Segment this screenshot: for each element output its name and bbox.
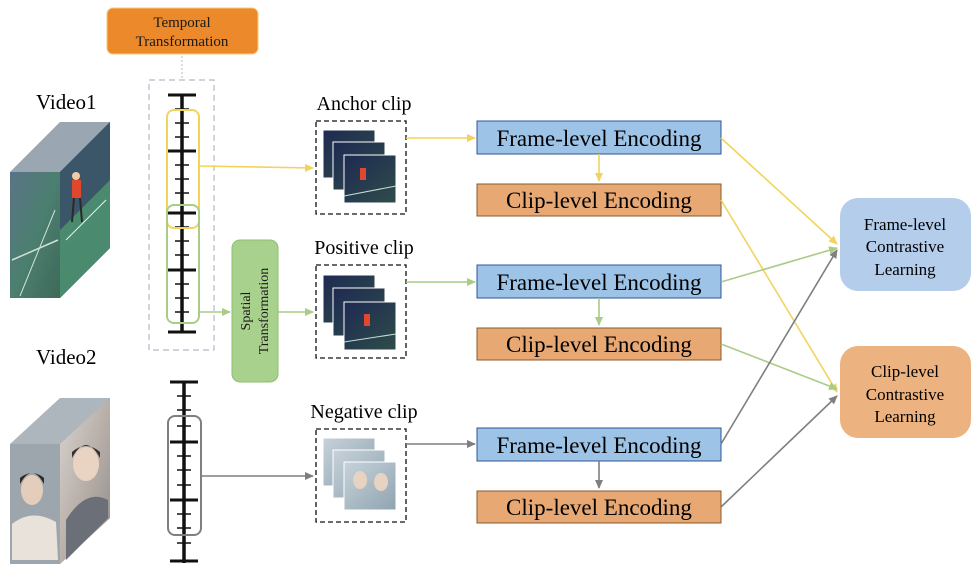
clip-encoder-anchor (476, 183, 722, 217)
clip-encoder-negative (476, 490, 722, 524)
video2-label: Video2 (36, 345, 97, 369)
video2-thumbnail (10, 398, 110, 564)
positive-frame-to-frame-loss-arrow (720, 246, 838, 283)
timeline1-group-frame (148, 79, 215, 351)
negative-clip-stack (315, 428, 407, 523)
positive-clip-label: Positive clip (314, 237, 413, 259)
frame-contrastive-label-3: Learning (874, 260, 936, 279)
frame-encoder-positive (476, 264, 722, 299)
video1-thumbnail (10, 122, 110, 298)
clip-contrastive-label-1: Clip-level (871, 362, 939, 381)
temporal-transformation-label-2: Transformation (136, 34, 229, 50)
frame-contrastive-label-1: Frame-level (864, 215, 946, 234)
negative-clip-label: Negative clip (310, 401, 417, 423)
anchor-frame-to-frame-loss-arrow (720, 137, 838, 245)
clip-contrastive-label-3: Learning (874, 407, 936, 426)
video1-label: Video1 (36, 90, 97, 114)
frame-contrastive-box (840, 198, 971, 291)
spatial-transformation-label-2: Transformation (257, 268, 272, 355)
anchor-clip-to-clip-loss-arrow (720, 199, 838, 393)
spatial-transformation-label-1: Spatial (239, 291, 254, 330)
temporal-transformation-box (106, 7, 259, 55)
negative-clip-to-clip-loss-arrow (720, 395, 838, 508)
frame-encoder-anchor (476, 120, 722, 155)
negative-frame-to-frame-loss-arrow (720, 249, 838, 445)
positive-window (166, 204, 200, 324)
anchor-sample-arrow (198, 163, 314, 172)
anchor-clip-label: Anchor clip (317, 93, 412, 115)
clip-contrastive-box (840, 346, 971, 438)
frame-encoder-anchor-label: Frame-level Encoding (496, 126, 702, 151)
frame-encoder-positive-label: Frame-level Encoding (496, 270, 702, 295)
anchor-window (166, 109, 200, 229)
frame-encoder-negative-label: Frame-level Encoding (496, 433, 702, 458)
clip-contrastive-label-2: Contrastive (866, 385, 944, 404)
clip-encoder-anchor-label: Clip-level Encoding (506, 188, 692, 213)
timeline2 (167, 380, 202, 563)
positive-clip-stack (315, 264, 407, 359)
frame-encoder-negative (476, 427, 722, 462)
spatial-transformation-box (231, 239, 279, 383)
clip-encoder-positive-label: Clip-level Encoding (506, 332, 692, 357)
timeline1 (166, 93, 200, 334)
temporal-transformation-label-1: Temporal (153, 15, 210, 31)
clip-encoder-negative-label: Clip-level Encoding (506, 495, 692, 520)
positive-clip-to-clip-loss-arrow (720, 343, 838, 390)
anchor-clip-stack (315, 120, 407, 215)
frame-contrastive-label-2: Contrastive (866, 237, 944, 256)
